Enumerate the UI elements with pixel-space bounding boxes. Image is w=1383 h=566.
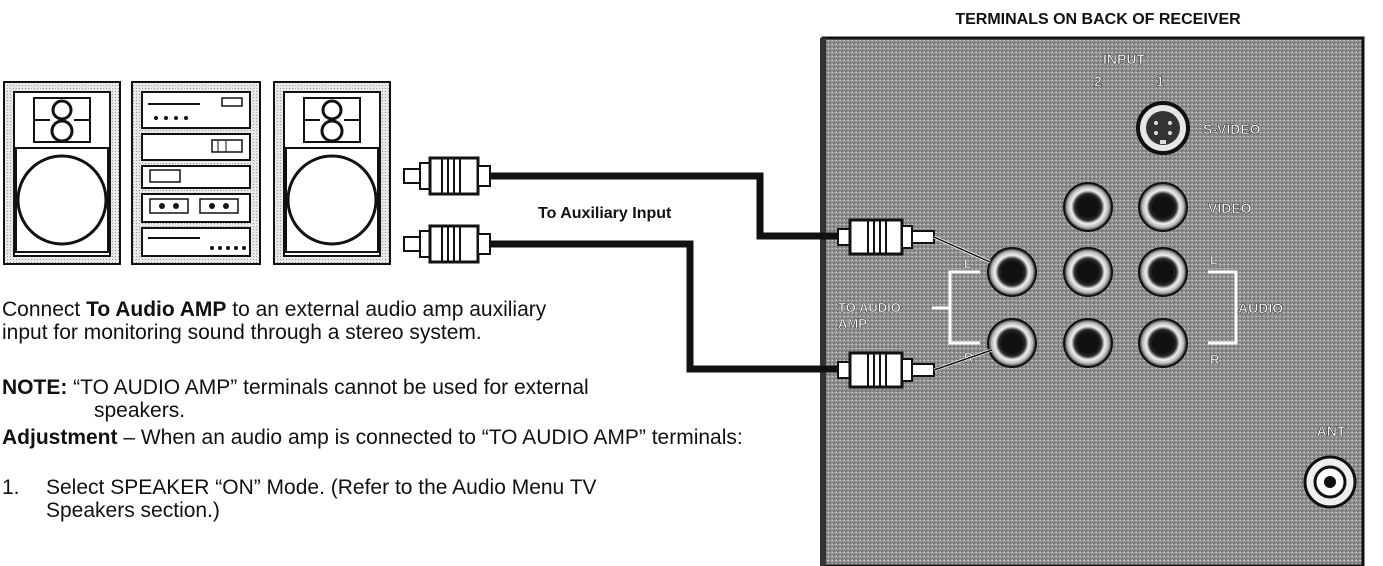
rca-plug-receiver-icon: [837, 218, 993, 389]
step-1: 1. Select SPEAKER “ON” Mode. (Refer to th…: [2, 476, 842, 522]
to-auxiliary-input-label: To Auxiliary Input: [538, 205, 672, 222]
input-2-label: 2: [1094, 73, 1102, 89]
video-label: VIDEO: [1208, 200, 1252, 216]
s-video-label: S-VIDEO: [1203, 121, 1261, 137]
panel-title: TERMINALS ON BACK OF RECEIVER: [955, 11, 1241, 28]
to-audio-amp-label-2: AMP: [838, 316, 867, 331]
audio-label: AUDIO: [1238, 300, 1283, 316]
right-l-label: L: [1210, 252, 1218, 267]
note-label: NOTE:: [2, 376, 68, 399]
note-cont: speakers.: [94, 399, 186, 422]
step-text: Select SPEAKER “ON” Mode. (Refer to the …: [46, 476, 597, 499]
s-video-jack-icon: [1136, 101, 1190, 155]
note-text: “TO AUDIO AMP” terminals cannot be used …: [67, 376, 589, 399]
to-audio-amp-label: TO AUDIO: [838, 300, 901, 315]
left-l-label: L: [964, 256, 972, 271]
audio-l-jack-icon: [987, 247, 1188, 297]
right-r-label: R: [1210, 352, 1220, 367]
audio-cables: [488, 172, 840, 373]
speaker-icon: [273, 81, 391, 265]
video-jack-icon: [1063, 182, 1188, 232]
speaker-icon: [3, 81, 121, 265]
note-paragraph: NOTE: “TO AUDIO AMP” terminals cannot be…: [2, 376, 842, 422]
input-1-label: 1: [1156, 73, 1164, 89]
connect-bold: To Audio AMP: [86, 298, 227, 321]
adjustment-paragraph: Adjustment – When an audio amp is connec…: [2, 426, 842, 449]
connect-post: to an external audio amp auxiliary input…: [2, 298, 547, 344]
step-number: 1.: [2, 476, 20, 499]
stereo-rack-icon: [131, 81, 261, 265]
audio-bracket: [1208, 270, 1238, 345]
adjust-label: Adjustment: [2, 426, 118, 449]
audio-r-jack-icon: [987, 318, 1188, 368]
input-label: INPUT: [1103, 51, 1145, 67]
step-cont: Speakers section.): [46, 499, 220, 522]
antenna-jack-icon: [1303, 455, 1357, 509]
connect-pre: Connect: [2, 298, 87, 321]
receiver-back-panel: [820, 36, 1365, 566]
to-audio-amp-bracket: [932, 270, 980, 345]
connect-paragraph: Connect To Audio AMP to an external audi…: [2, 298, 562, 344]
ant-label: ANT: [1317, 423, 1346, 439]
rca-plug-icon: [403, 156, 491, 264]
adjust-text: – When an audio amp is connected to “TO …: [117, 426, 743, 449]
